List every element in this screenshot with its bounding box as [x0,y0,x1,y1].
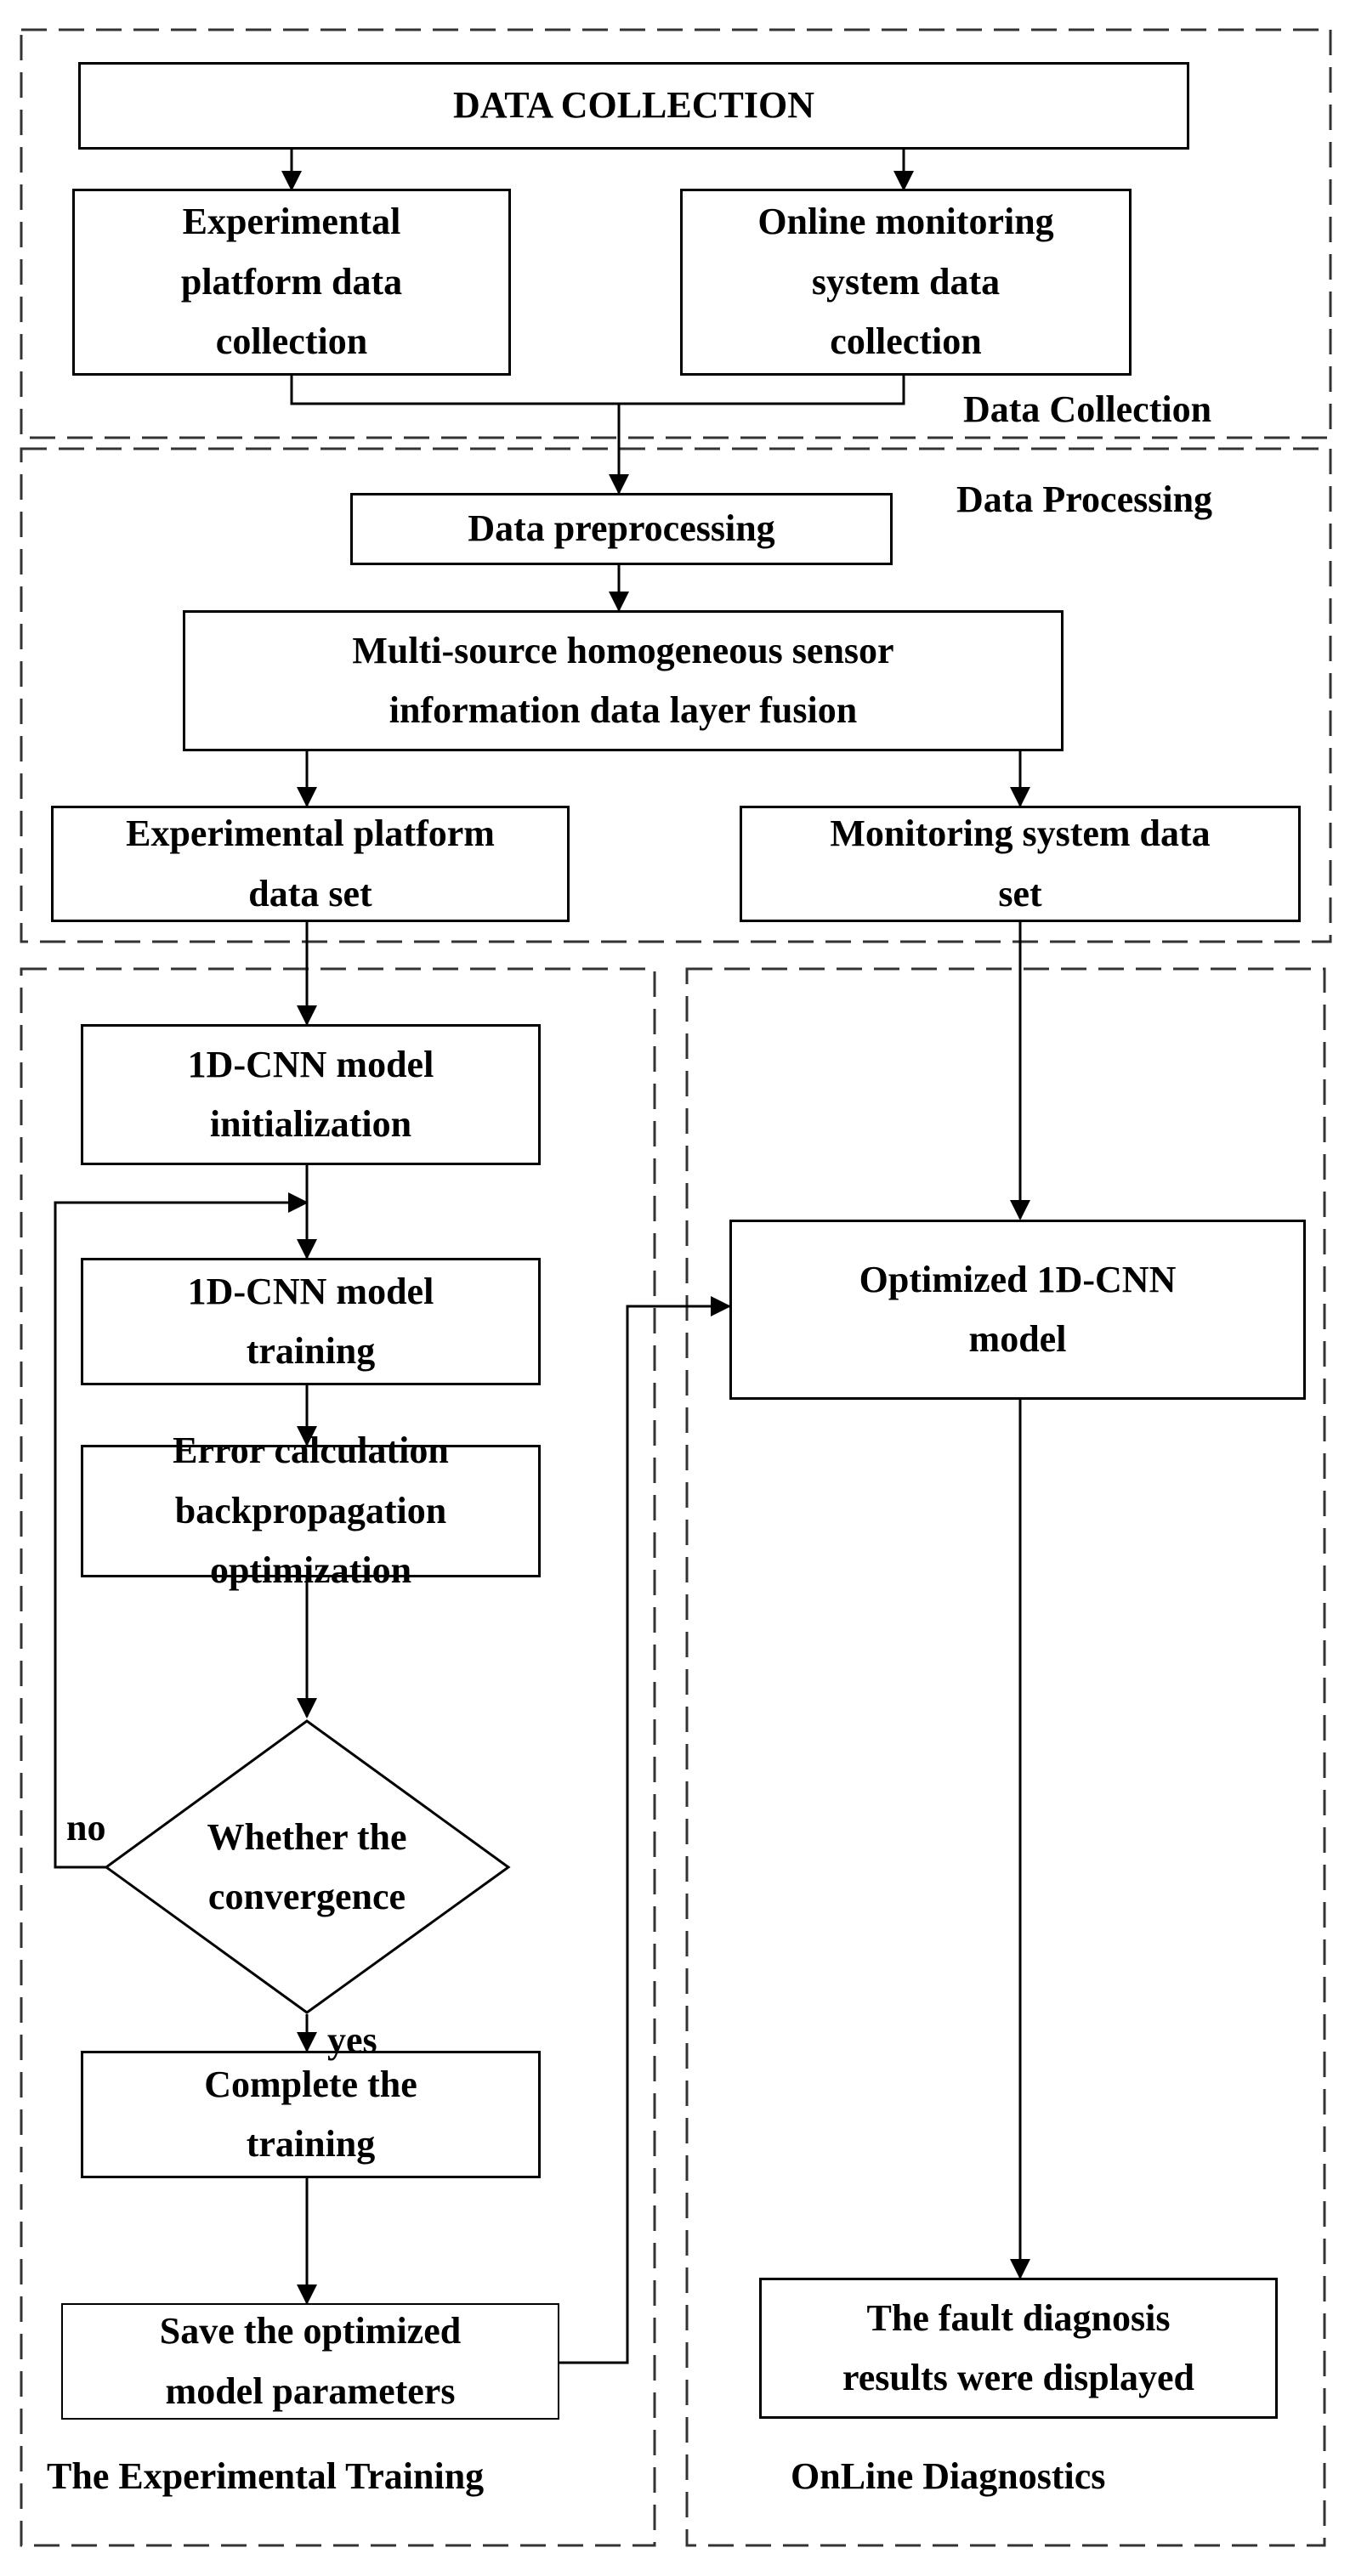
no-loop-line [54,1192,309,1869]
edge-label-no: no [66,1807,106,1848]
data-preprocessing-box: Data preprocessing [350,493,893,565]
data-collection-box: DATA COLLECTION [78,62,1189,150]
complete-training-box: Complete the training [81,2051,541,2178]
save-params-box: Save the optimized model parameters [61,2303,559,2420]
region-experimental-training [20,967,656,2547]
experimental-collection-box: Experimental platform data collection [72,189,511,376]
region-data-collection [20,28,1332,439]
section-label-experimental-training: The Experimental Training [47,2455,485,2497]
error-calc-box: Error calculation backpropagation optimi… [81,1430,541,1591]
optimized-model-box: Optimized 1D-CNN model [729,1220,1306,1400]
experimental-dataset-box: Experimental platform data set [51,806,570,922]
merge-line [290,375,905,405]
save-to-optimized-line [559,1296,731,2364]
section-label-data-processing: Data Processing [956,478,1213,520]
fusion-box: Multi-source homogeneous sensor informat… [183,610,1064,751]
section-label-data-collection: Data Collection [963,388,1212,430]
section-regions [20,28,1332,2547]
convergence-text: Whether the convergence [207,1815,407,1917]
section-label-online-diagnostics: OnLine Diagnostics [791,2455,1106,2497]
edge-label-yes: yes [327,2019,377,2061]
online-collection-box: Online monitoring system data collection [680,189,1132,376]
region-online-diagnostics [685,967,1326,2547]
cnn-training-box: 1D-CNN model training [81,1258,541,1385]
connectors [54,149,1030,2364]
region-data-processing [20,447,1332,943]
monitoring-dataset-box: Monitoring system data set [740,806,1301,922]
results-box: The fault diagnosis results were display… [759,2278,1278,2419]
decision-diamond [104,1719,511,2014]
cnn-init-box: 1D-CNN model initialization [81,1024,541,1165]
